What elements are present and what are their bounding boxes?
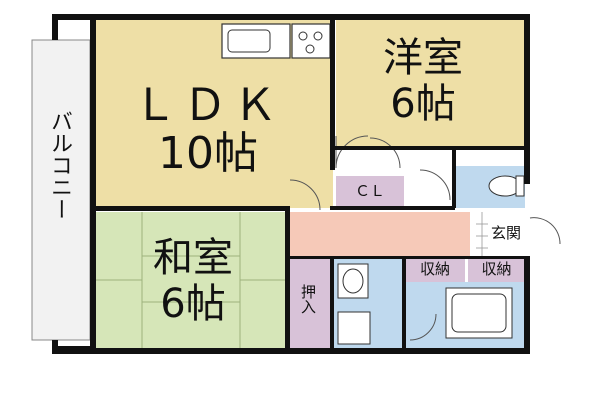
stove-burner	[298, 31, 308, 41]
japanese-room-size: 6帖	[160, 281, 226, 327]
storage-right-area	[468, 258, 525, 282]
storage-right-label: 収納	[481, 260, 512, 278]
storage-left-area	[405, 258, 465, 282]
oshiire-label: 押入	[299, 284, 317, 314]
storage-left-label: 収納	[419, 260, 450, 278]
stove-burner	[313, 31, 323, 41]
ldk-name: ＬＤＫ	[133, 80, 283, 131]
walls	[52, 14, 530, 354]
western-room-size: 6帖	[390, 81, 456, 127]
western-floor	[336, 18, 524, 146]
genkan-label: 玄関	[490, 224, 521, 242]
balcony	[31, 39, 91, 341]
western-room-name: 洋室	[383, 35, 463, 81]
kitchen-sink-basin	[227, 29, 271, 53]
closet-area	[336, 176, 404, 208]
bathtub-inner	[451, 293, 507, 333]
stove-burner	[305, 44, 315, 54]
tatami-lines	[95, 212, 285, 348]
japanese-room-name: 和室	[153, 235, 233, 281]
oshiire-area	[290, 258, 330, 348]
toilet-tank	[515, 175, 525, 197]
balcony-label: バルコニー	[47, 110, 72, 220]
genkan-tiles	[476, 212, 488, 258]
genkan-area	[476, 212, 525, 258]
ldk-size: 10帖	[158, 128, 258, 179]
door-swings	[289, 135, 561, 341]
washing-machine	[337, 311, 371, 345]
washbasin-bowl	[342, 268, 364, 294]
closet-label: ＣＬ	[354, 182, 385, 200]
